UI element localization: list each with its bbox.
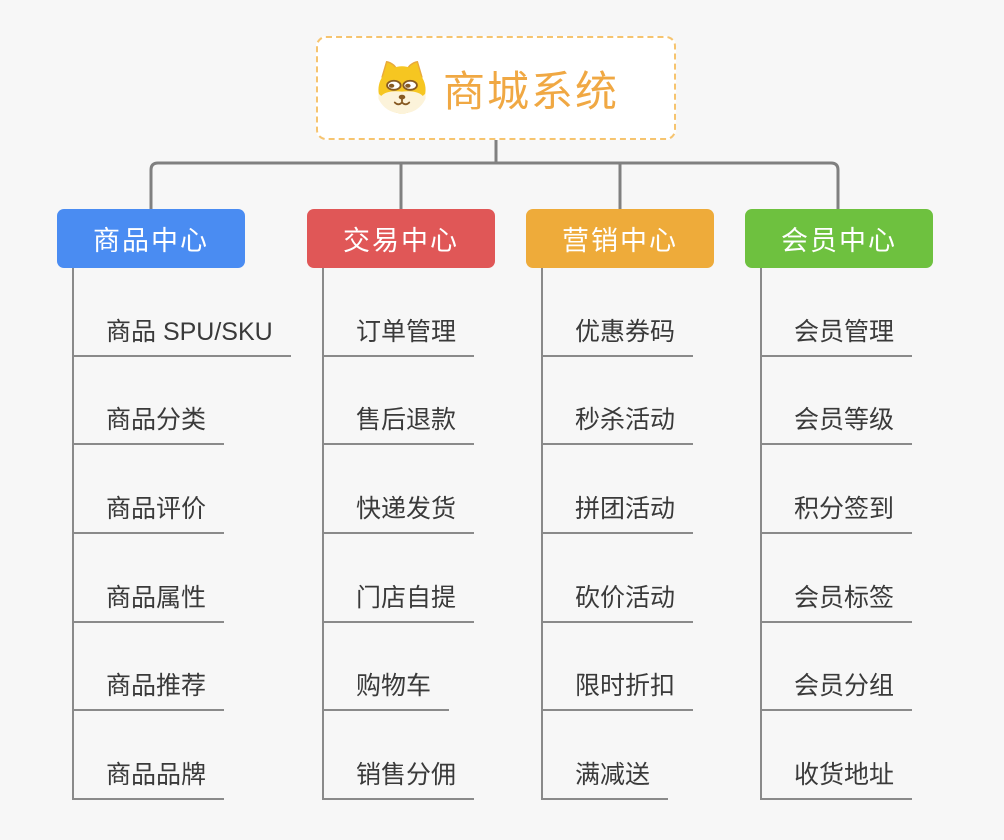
branch-header-marketing[interactable]: 营销中心 xyxy=(526,209,714,268)
root-topic[interactable]: 商城系统 xyxy=(316,36,676,140)
leaf-topic[interactable]: 商品推荐 xyxy=(74,666,225,712)
leaf-topic[interactable]: 会员分组 xyxy=(762,666,913,712)
leaf-topic[interactable]: 购物车 xyxy=(324,666,450,712)
leaf-topic[interactable]: 会员管理 xyxy=(762,312,913,357)
dog-face-icon xyxy=(378,61,426,114)
leaf-topic[interactable]: 满减送 xyxy=(543,755,669,801)
leaf-topic[interactable]: 砍价活动 xyxy=(543,578,694,623)
branch-member-center: 会员中心 会员管理 会员等级 积分签到 会员标签 会员分组 收货地址 xyxy=(745,209,1004,801)
branch-header-product[interactable]: 商品中心 xyxy=(57,209,245,268)
leaf-topic[interactable]: 售后退款 xyxy=(324,400,475,446)
branch-header-trade[interactable]: 交易中心 xyxy=(307,209,495,268)
branch-member-children: 会员管理 会员等级 积分签到 会员标签 会员分组 收货地址 xyxy=(760,268,1004,801)
root-topic-title: 商城系统 xyxy=(442,67,619,115)
leaf-topic[interactable]: 商品评价 xyxy=(74,489,225,535)
leaf-topic[interactable]: 拼团活动 xyxy=(543,489,694,535)
leaf-topic[interactable]: 商品 SPU/SKU xyxy=(74,312,291,357)
leaf-topic[interactable]: 会员标签 xyxy=(762,578,913,623)
leaf-topic[interactable]: 商品品牌 xyxy=(74,755,225,801)
branch-product-children: 商品 SPU/SKU 商品分类 商品评价 商品属性 商品推荐 商品品牌 xyxy=(72,268,317,801)
branch-trade-center: 交易中心 订单管理 售后退款 快递发货 门店自提 购物车 销售分佣 xyxy=(307,209,567,801)
leaf-topic[interactable]: 限时折扣 xyxy=(543,666,694,712)
leaf-topic[interactable]: 优惠券码 xyxy=(543,312,694,357)
branch-marketing-children: 优惠券码 秒杀活动 拼团活动 砍价活动 限时折扣 满减送 xyxy=(541,268,786,801)
leaf-topic[interactable]: 积分签到 xyxy=(762,489,913,535)
leaf-topic[interactable]: 秒杀活动 xyxy=(543,400,694,446)
leaf-topic[interactable]: 门店自提 xyxy=(324,578,475,623)
branch-marketing-center: 营销中心 优惠券码 秒杀活动 拼团活动 砍价活动 限时折扣 满减送 xyxy=(526,209,786,801)
branch-header-member[interactable]: 会员中心 xyxy=(745,209,933,268)
leaf-topic[interactable]: 商品分类 xyxy=(74,400,225,446)
leaf-topic[interactable]: 快递发货 xyxy=(324,489,475,535)
leaf-topic[interactable]: 会员等级 xyxy=(762,400,913,446)
branch-trade-children: 订单管理 售后退款 快递发货 门店自提 购物车 销售分佣 xyxy=(322,268,567,801)
leaf-topic[interactable]: 订单管理 xyxy=(324,312,475,357)
leaf-topic[interactable]: 销售分佣 xyxy=(324,755,475,801)
leaf-topic[interactable]: 商品属性 xyxy=(74,578,225,623)
leaf-topic[interactable]: 收货地址 xyxy=(762,755,913,801)
branch-product-center: 商品中心 商品 SPU/SKU 商品分类 商品评价 商品属性 商品推荐 商品品牌 xyxy=(57,209,317,801)
